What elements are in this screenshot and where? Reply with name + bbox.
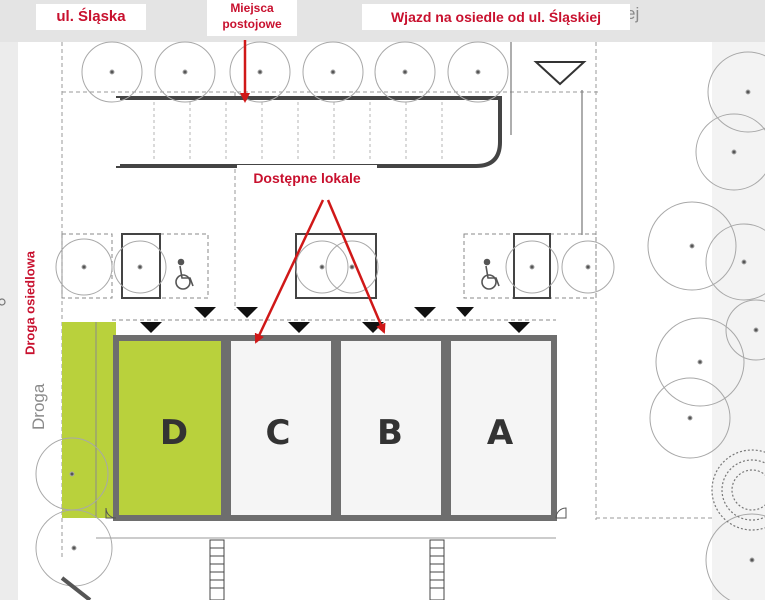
available-units-label: Dostępne lokale bbox=[237, 165, 377, 191]
unit-b-outline bbox=[335, 335, 447, 521]
callout-arrows bbox=[240, 40, 386, 344]
estate-road-label: Droga osiedlowa bbox=[20, 232, 40, 374]
entrance-markers bbox=[140, 307, 530, 333]
staircase bbox=[429, 539, 445, 600]
tree-row-right bbox=[647, 51, 765, 600]
unit-c-letter: C bbox=[266, 413, 291, 453]
unit-d-letter: D bbox=[160, 413, 188, 453]
tree-row-middle bbox=[55, 238, 615, 296]
tree-canopy-dense bbox=[711, 449, 765, 531]
parking-bays bbox=[153, 102, 443, 162]
street-label: ul. Śląska bbox=[36, 4, 146, 30]
parking-label-line1: Miejsca bbox=[230, 1, 274, 15]
parking-label-line2: postojowe bbox=[222, 17, 282, 31]
right-strip bbox=[712, 42, 765, 600]
wheelchair-icon bbox=[175, 258, 194, 290]
estate-road-text: Droga osiedlowa bbox=[22, 250, 38, 356]
road-partial-label: Droga bbox=[29, 383, 48, 430]
unit-c-outline bbox=[225, 335, 337, 521]
unit-a-letter: A bbox=[487, 413, 514, 453]
green-strip bbox=[62, 322, 116, 518]
tree-row-top bbox=[81, 41, 509, 103]
unit-a-outline bbox=[445, 335, 557, 521]
parking-curb bbox=[116, 96, 502, 168]
planter-boxes bbox=[121, 233, 551, 299]
estate-entry-label: Wjazd na osiedle od ul. Śląskiej bbox=[362, 4, 630, 30]
entry-triangle-icon bbox=[533, 61, 587, 86]
unit-d-outline bbox=[113, 335, 227, 521]
unit-b-letter: B bbox=[377, 413, 403, 453]
wheelchair-icon bbox=[481, 258, 500, 290]
left-strip bbox=[0, 42, 18, 600]
parking-spaces-label: Miejsca postojowe bbox=[207, 0, 297, 36]
staircase bbox=[209, 539, 225, 600]
